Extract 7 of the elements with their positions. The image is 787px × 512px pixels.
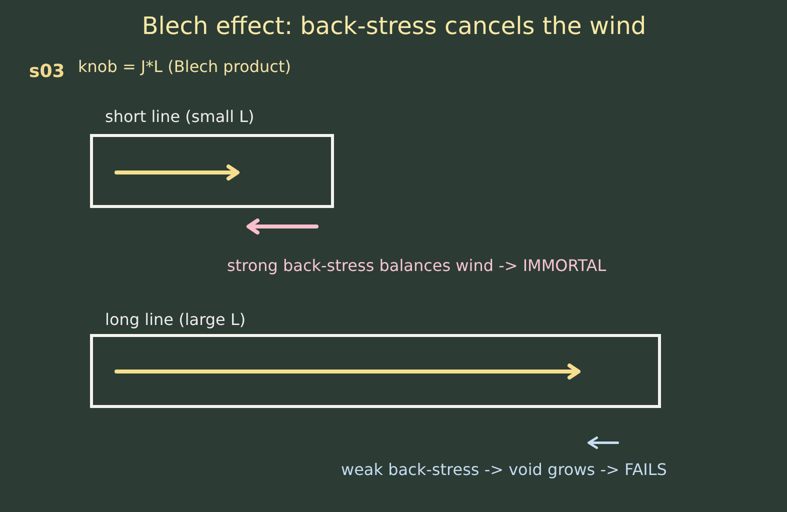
outcome-note: weak back-stress -> void grows -> FAILS <box>341 460 667 480</box>
line-heading: short line (small L) <box>105 107 254 127</box>
diagram-title: Blech effect: back-stress cancels the wind <box>142 12 646 40</box>
formula-note: knob = J*L (Blech product) <box>78 57 291 77</box>
section-tag: s03 <box>29 62 65 82</box>
line-heading: long line (large L) <box>105 310 246 330</box>
outcome-note: strong back-stress balances wind -> IMMORTAL <box>227 256 606 276</box>
